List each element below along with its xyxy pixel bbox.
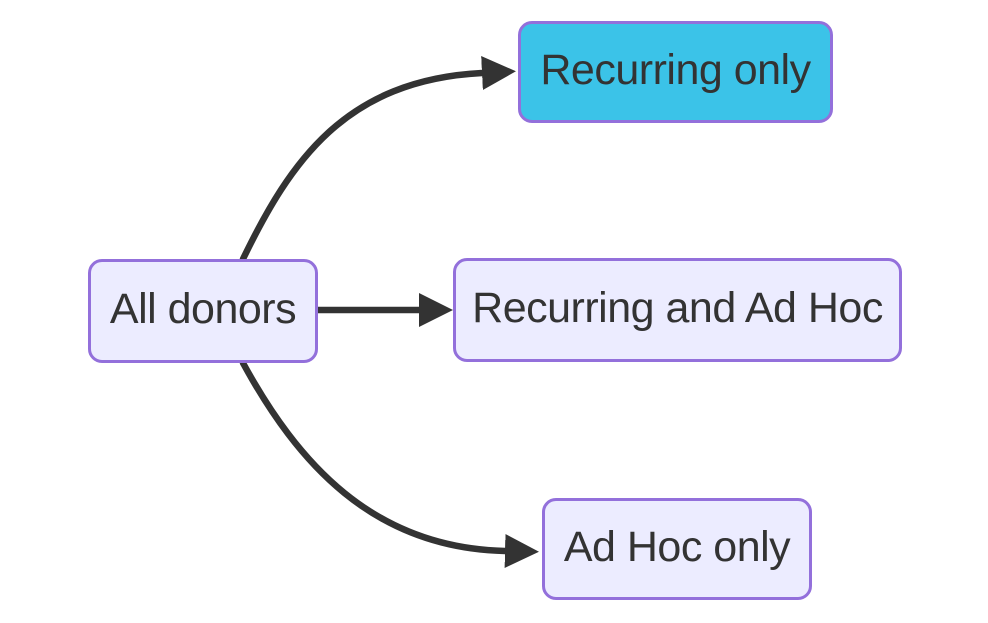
node-recurring-only: Recurring only: [518, 21, 833, 123]
node-all-donors-label: All donors: [109, 284, 297, 333]
node-recurring-and-ad-hoc-label: Recurring and Ad Hoc: [472, 283, 883, 332]
edge-all-donors-to-ad-hoc-only: [239, 359, 539, 568]
node-recurring-only-label: Recurring only: [540, 45, 811, 94]
node-recurring-and-ad-hoc: Recurring and Ad Hoc: [453, 258, 902, 362]
edge-all-donors-to-recurring-only: [239, 56, 516, 263]
node-ad-hoc-only: Ad Hoc only: [542, 498, 812, 600]
node-ad-hoc-only-label: Ad Hoc only: [563, 522, 791, 571]
node-all-donors: All donors: [88, 259, 318, 363]
